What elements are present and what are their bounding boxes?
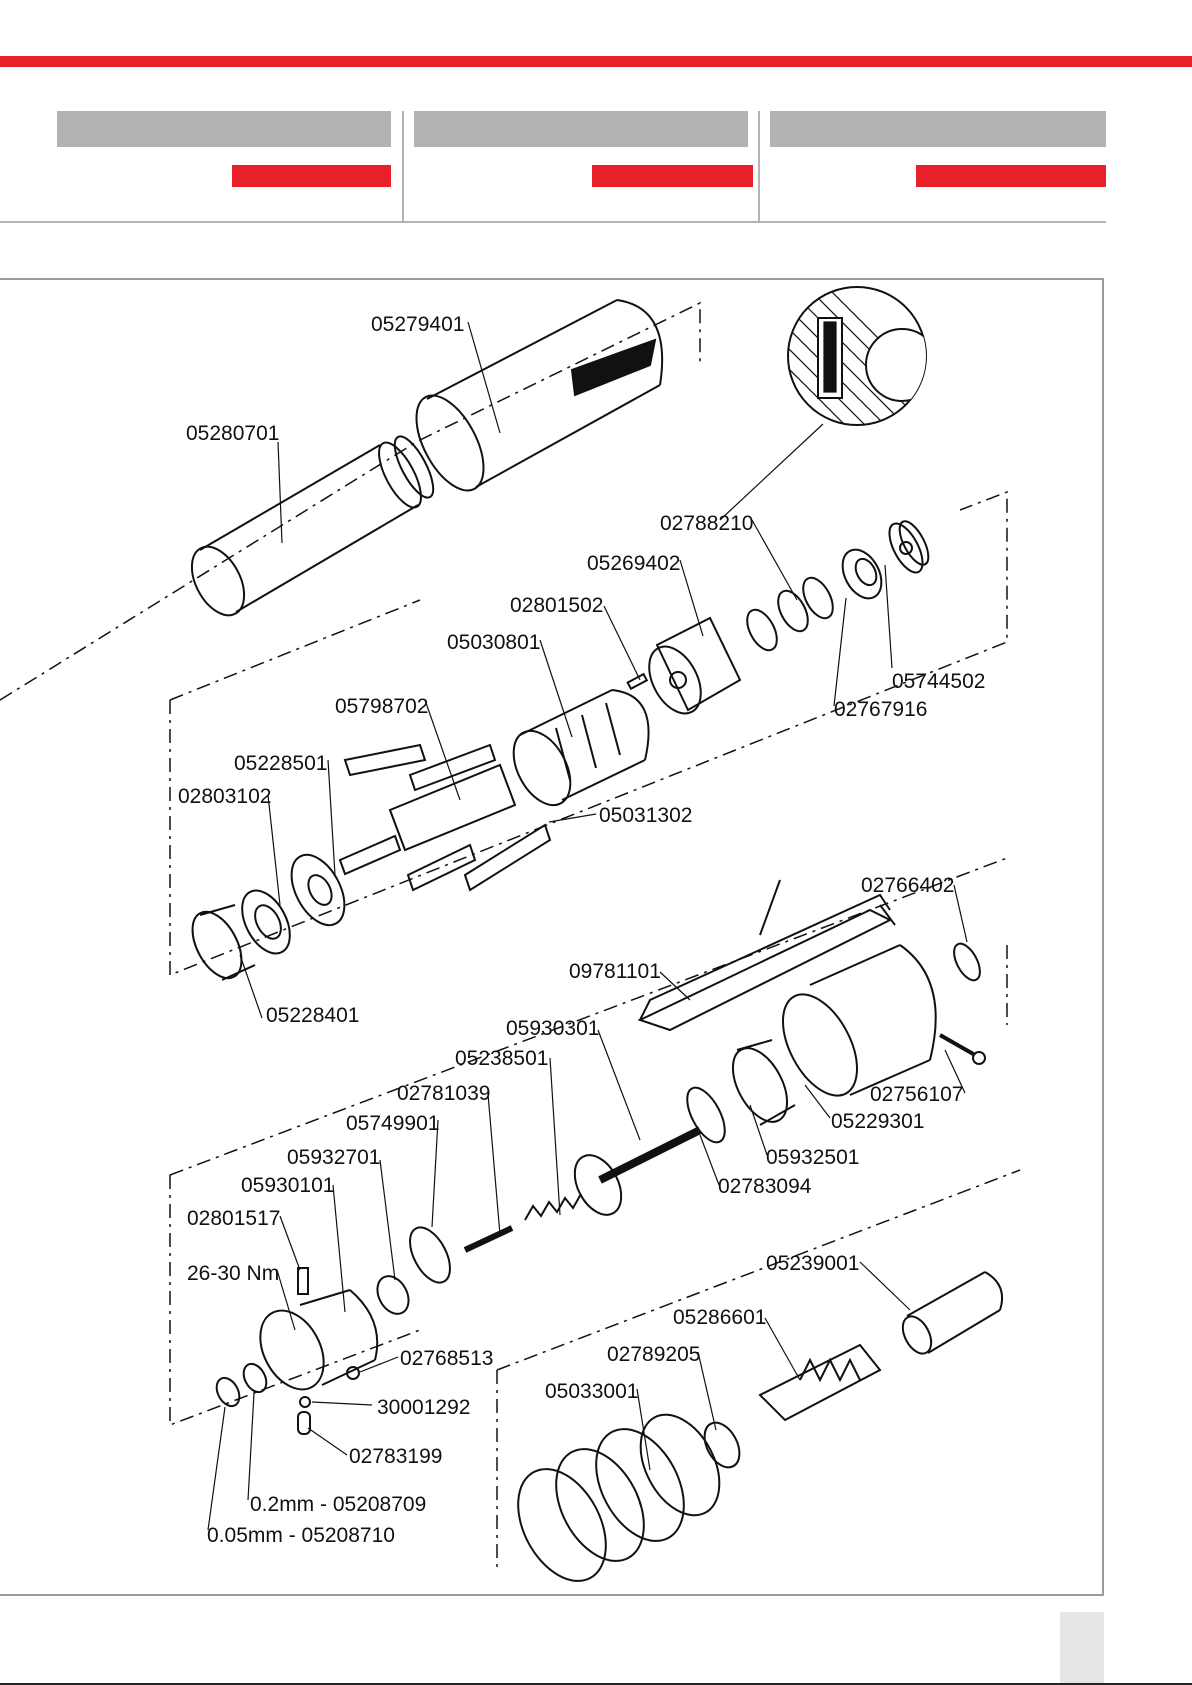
label-05239001: 05239001	[766, 1252, 859, 1275]
header-column-1	[0, 111, 392, 221]
header-subtitle-bar	[592, 165, 753, 187]
label-30001292: 30001292	[377, 1396, 470, 1419]
endplate-05269402	[655, 616, 742, 712]
label-05798702: 05798702	[335, 695, 428, 718]
header-separator	[758, 111, 760, 223]
pin-02781039	[463, 1225, 514, 1253]
header-divider	[0, 221, 1106, 223]
label-05930301: 05930301	[506, 1017, 599, 1040]
tube-05239001	[901, 1315, 933, 1355]
valve-body-05930101	[259, 1309, 325, 1391]
tube-05280701-body	[199, 444, 419, 613]
label-09781101: 09781101	[569, 960, 661, 983]
label-05228401: 05228401	[266, 1004, 359, 1027]
rotor-05798702	[388, 763, 517, 852]
header-title-bar	[414, 111, 748, 147]
header-title-bar	[57, 111, 391, 147]
label-02783094: 02783094	[718, 1175, 812, 1198]
label-shim-05208709: 0.2mm - 05208709	[250, 1493, 426, 1516]
housing-05229301	[782, 993, 858, 1097]
label-05280701: 05280701	[186, 422, 279, 445]
hose-05033001	[517, 1413, 721, 1582]
page-number-box	[1060, 1612, 1104, 1684]
part-30001292	[299, 1396, 311, 1408]
label-05269402: 05269402	[587, 552, 680, 575]
washer-05932701	[376, 1275, 410, 1315]
header-title-bar	[770, 111, 1106, 147]
bushing-05932501	[731, 1047, 789, 1123]
label-05279401: 05279401	[371, 313, 464, 336]
header-separator	[402, 111, 404, 223]
label-shim-05208710: 0.05mm - 05208710	[207, 1524, 395, 1547]
label-05749901: 05749901	[346, 1112, 439, 1135]
header-column-3	[768, 111, 1106, 221]
pin-02801502	[626, 672, 649, 691]
label-05228501: 05228501	[234, 752, 327, 775]
gear-05749901	[409, 1226, 451, 1284]
label-05932701: 05932701	[287, 1146, 380, 1169]
label-05033001: 05033001	[545, 1380, 638, 1403]
valve-stem-05930301	[598, 1126, 702, 1184]
ring-05228401	[191, 910, 243, 980]
header-subtitle-bar	[232, 165, 391, 187]
label-05229301: 05229301	[831, 1110, 924, 1133]
bearing-02803102	[241, 889, 291, 955]
label-05930101: 05930101	[241, 1174, 334, 1197]
label-02801502: 02801502	[510, 594, 603, 617]
label-02781039: 02781039	[397, 1082, 490, 1105]
label-02801517: 02801517	[187, 1207, 280, 1230]
label-02768513: 02768513	[400, 1347, 493, 1370]
spring-05238501	[524, 1193, 582, 1221]
label-05286601: 05286601	[673, 1306, 766, 1329]
label-02788210: 02788210	[660, 512, 753, 535]
tube-05280701-end	[190, 545, 246, 617]
ring-02766402	[953, 942, 981, 982]
oring-02783094	[686, 1086, 726, 1144]
label-02783199: 02783199	[349, 1445, 442, 1468]
bottom-rule	[0, 1683, 1192, 1685]
shim-05208710	[215, 1376, 241, 1408]
label-05932501: 05932501	[766, 1146, 859, 1169]
cap-05744502	[888, 522, 924, 574]
shim-05208709	[242, 1362, 268, 1394]
label-02803102: 02803102	[178, 785, 271, 808]
label-02767916: 02767916	[834, 698, 927, 721]
clamp-02789205	[703, 1421, 741, 1469]
label-05031302: 05031302	[599, 804, 692, 827]
bearing-02767916	[841, 548, 883, 600]
pin-02801517	[297, 1267, 309, 1295]
filter-05286601	[758, 1343, 882, 1422]
washer-02788210	[802, 576, 834, 620]
lever-09781101	[637, 904, 896, 1032]
label-05744502: 05744502	[892, 670, 985, 693]
label-torque: 26-30 Nm	[187, 1262, 279, 1285]
part-02783199	[297, 1411, 311, 1435]
label-02789205: 02789205	[607, 1343, 700, 1366]
header-subtitle-bar	[916, 165, 1106, 187]
diagram-frame	[0, 278, 1104, 1596]
label-02766402: 02766402	[861, 874, 954, 897]
label-02756107: 02756107	[870, 1083, 963, 1106]
ball-02768513	[346, 1366, 360, 1380]
bearing-05228501	[290, 853, 346, 927]
screw-02756107	[939, 1033, 976, 1057]
header-column-2	[410, 111, 755, 221]
top-accent-bar	[0, 56, 1192, 67]
sleeve-05279401	[415, 394, 485, 492]
label-05238501: 05238501	[455, 1047, 548, 1070]
label-05030801: 05030801	[447, 631, 540, 654]
